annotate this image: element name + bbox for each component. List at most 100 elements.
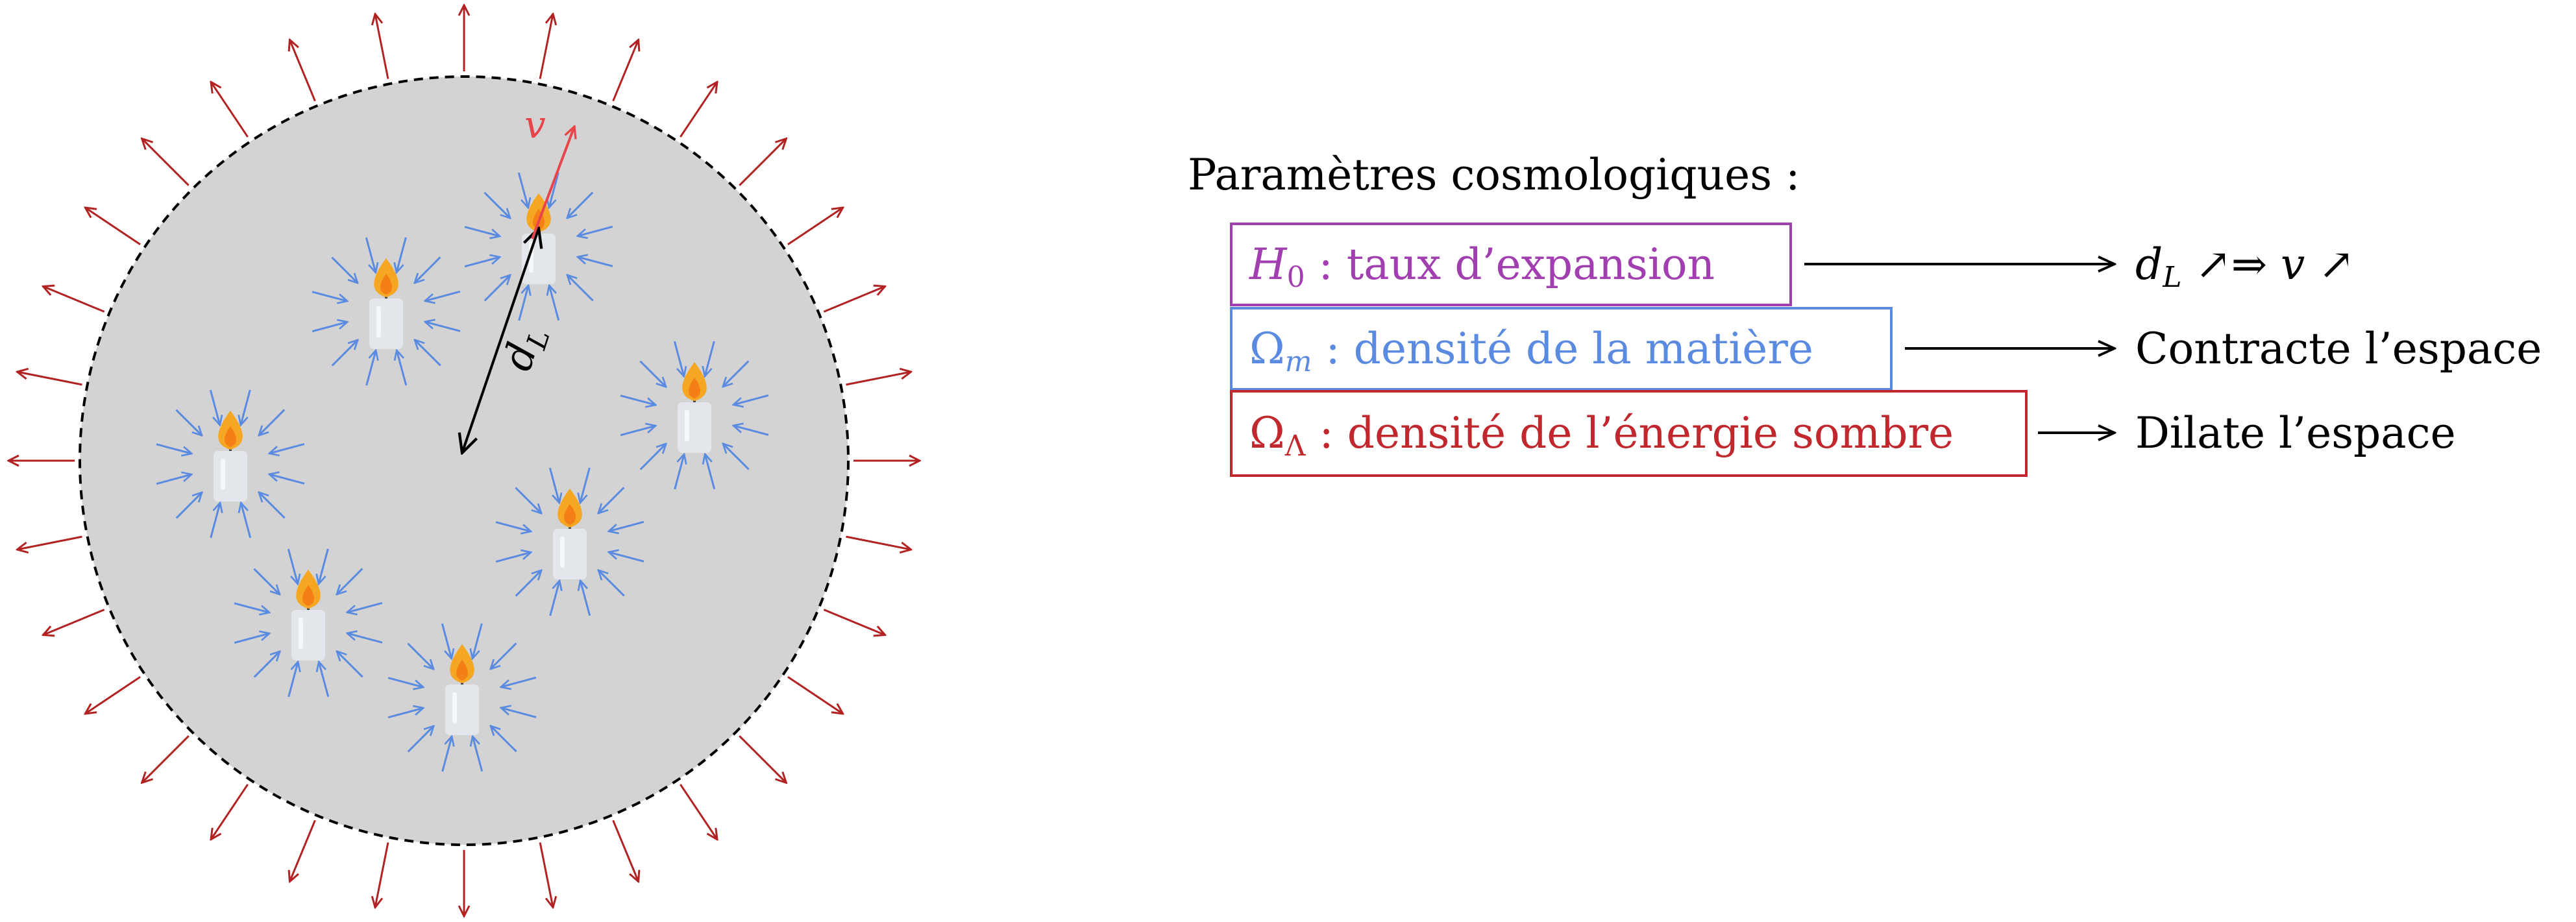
contraction-arrow [425, 322, 461, 332]
param-omega-m-label: Ωm : densité de la matière [1249, 324, 1813, 378]
param-omega-lambda-subscript: Λ [1284, 430, 1306, 463]
contraction-arrow [253, 651, 280, 678]
param-h0-result: dL ↗⇒ v ↗ [2135, 239, 2355, 294]
expansion-arrow [787, 676, 843, 714]
param-h0-label: H0 : taux d’expansion [1249, 239, 1715, 294]
contraction-arrow [723, 360, 750, 387]
contraction-arrow [515, 570, 542, 597]
expansion-arrow [43, 609, 105, 635]
param-omega-m-subscript: m [1285, 345, 1312, 378]
param-h0-result-tail: ↗ [2305, 239, 2354, 289]
contraction-arrow [253, 568, 280, 595]
contraction-arrow [387, 677, 423, 687]
contraction-arrow [580, 581, 591, 616]
param-h0-result-d: d [2135, 239, 2163, 289]
param-h0-subscript: 0 [1287, 261, 1305, 294]
contraction-arrow [705, 454, 716, 490]
candle-group [495, 467, 644, 616]
expansion-arrow [43, 286, 105, 313]
contraction-arrow [515, 487, 541, 514]
candle-group [156, 389, 305, 539]
contraction-arrow [415, 256, 441, 283]
contraction-arrow [609, 520, 644, 531]
expansion-arrow [612, 40, 639, 102]
expansion-arrow [85, 208, 141, 245]
param-omega-lambda-result: Dilate l’espace [2135, 408, 2456, 458]
expansion-arrow [823, 609, 885, 635]
expansion-arrow [289, 819, 316, 881]
contraction-arrow [472, 623, 483, 659]
expansion-arrow [18, 372, 82, 386]
contraction-arrow [156, 474, 191, 485]
contraction-arrow [517, 172, 528, 208]
velocity-arrow [531, 127, 574, 239]
param-omega-lambda-description: : densité de l’énergie sombre [1306, 408, 1954, 458]
expansion-arrow [539, 842, 553, 908]
contraction-arrow [705, 341, 715, 376]
contraction-arrow [407, 642, 434, 669]
contraction-arrow [397, 237, 407, 273]
contraction-arrow [210, 503, 220, 539]
contraction-arrow [733, 426, 769, 436]
candle-group [234, 548, 383, 698]
contraction-arrow [337, 651, 363, 678]
velocity-label: v [524, 103, 546, 147]
contraction-arrow [501, 676, 537, 687]
expansion-arrow [211, 82, 249, 138]
param-omega-lambda-label: ΩΛ : densité de l’énergie sombre [1249, 408, 1954, 463]
parameters-heading: Paramètres cosmologiques : [1188, 150, 1800, 200]
param-h0-box [1230, 223, 1792, 306]
expansion-arrow [680, 82, 717, 138]
expansion-arrow [823, 286, 885, 313]
contraction-arrow [441, 736, 452, 772]
candle-group [620, 341, 769, 490]
contraction-arrow [620, 426, 656, 437]
expansion-arrow [787, 208, 843, 245]
contraction-arrow [259, 492, 286, 519]
contraction-arrow [365, 237, 376, 273]
expansion-arrow [142, 735, 190, 782]
contraction-arrow [598, 487, 625, 513]
contraction-arrow [259, 409, 286, 435]
contraction-arrow [578, 257, 613, 267]
expansion-arrow [142, 139, 190, 186]
expansion-arrow [539, 14, 553, 79]
contraction-arrow [365, 350, 376, 386]
contraction-arrow [501, 708, 537, 718]
expansion-arrow [211, 784, 249, 840]
contraction-arrow [288, 662, 298, 698]
param-omega-lambda-box [1230, 390, 2028, 477]
contraction-arrow [241, 503, 252, 539]
contraction-arrow [156, 443, 191, 454]
contraction-arrow [234, 633, 269, 644]
contraction-arrow [347, 633, 383, 644]
contraction-arrow [484, 191, 510, 219]
contraction-arrow [495, 552, 531, 563]
expansion-arrow [18, 535, 82, 550]
contraction-arrow [415, 340, 441, 367]
expansion-arrow [739, 139, 786, 186]
contraction-arrow [567, 275, 594, 302]
contraction-arrow [639, 444, 666, 470]
contraction-arrow [441, 623, 452, 659]
expansion-arrow [846, 372, 911, 386]
expansion-arrow [375, 842, 389, 908]
contraction-arrow [491, 726, 517, 753]
param-omega-m-symbol: Ω [1249, 324, 1285, 374]
contraction-arrow [598, 570, 625, 597]
contraction-arrow [733, 394, 769, 405]
param-omega-lambda-symbol: Ω [1249, 408, 1285, 458]
contraction-arrow [312, 291, 347, 301]
contraction-arrow [549, 285, 560, 321]
expansion-arrow [85, 676, 141, 714]
param-h0-result-v: v [2281, 239, 2305, 289]
param-h0-result-d-subscript: L [2162, 261, 2181, 294]
contraction-arrow [397, 350, 408, 386]
contraction-arrow [234, 602, 269, 613]
contraction-arrow [425, 290, 461, 301]
param-omega-m-description: : densité de la matière [1312, 324, 1813, 374]
param-h0-symbol: H [1249, 239, 1288, 289]
contraction-arrow [673, 341, 684, 376]
contraction-arrow [407, 726, 434, 753]
